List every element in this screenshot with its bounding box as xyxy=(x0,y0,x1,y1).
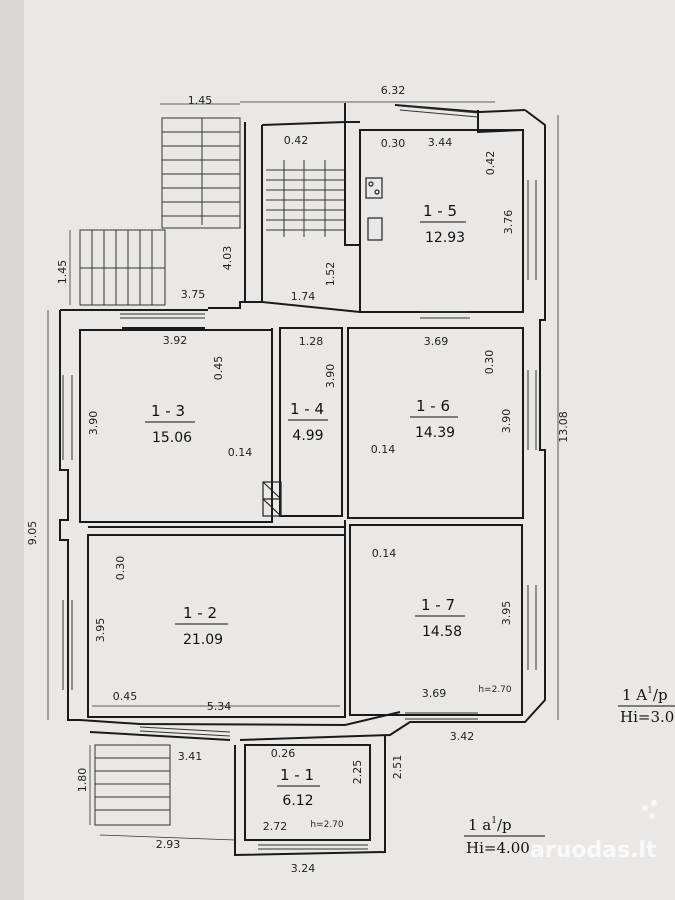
basement-height-label: Hi=4.00 xyxy=(466,839,530,857)
basement-floor-sup: 1 xyxy=(491,816,497,826)
room-1-5-id: 1 - 5 xyxy=(423,202,457,220)
dim-1-45-top: 1.45 xyxy=(188,94,213,107)
dim-3-95-a: 3.95 xyxy=(94,618,107,643)
room-1-4-area: 4.99 xyxy=(292,428,323,444)
dim-0-14-a: 0.14 xyxy=(228,446,253,459)
page-binding-shadow xyxy=(0,0,24,900)
basement-floor-label: 1 a1/p xyxy=(468,816,512,834)
stairs xyxy=(79,117,345,826)
dim-5-34: 5.34 xyxy=(207,700,232,713)
dim-1-45-left: 1.45 xyxy=(56,260,69,285)
attic-floor-letter: 1 A xyxy=(622,686,647,704)
dim-0-42-v: 0.42 xyxy=(484,151,497,176)
dim-0-30-a: 0.30 xyxy=(381,137,406,150)
dim-3-92: 3.92 xyxy=(163,334,188,347)
dim-0-42-h: 0.42 xyxy=(284,134,309,147)
dim-ceiling-height-main: h=2.70 xyxy=(478,685,512,695)
watermark-dots-icon xyxy=(642,800,657,819)
chimney-vents xyxy=(262,481,282,517)
basement-floor-letter: 1 a xyxy=(468,816,491,834)
room-1-5-area: 12.93 xyxy=(425,230,465,246)
room-1-3-id: 1 - 3 xyxy=(151,402,185,420)
floor-notes: 1 A1/p Hi=3.0 1 a1/p Hi=4.00 xyxy=(464,686,675,857)
room-1-1-area: 6.12 xyxy=(282,793,313,809)
dim-2-25: 2.25 xyxy=(351,760,364,785)
walls xyxy=(59,103,546,857)
basement-floor-suffix: /p xyxy=(497,816,512,834)
dim-3-90-c: 3.90 xyxy=(500,409,513,434)
attic-floor-label: 1 A1/p xyxy=(622,686,668,704)
dim-3-44: 3.44 xyxy=(428,136,453,149)
dim-13-08: 13.08 xyxy=(557,411,570,443)
dim-3-95-b: 3.95 xyxy=(500,601,513,626)
windows xyxy=(62,105,537,850)
room-1-7-id: 1 - 7 xyxy=(421,596,455,614)
attic-floor-suffix: /p xyxy=(653,686,668,704)
dim-0-14-c: 0.14 xyxy=(372,547,397,560)
dim-3-69-a: 3.69 xyxy=(424,335,449,348)
dim-0-14-b: 0.14 xyxy=(371,443,396,456)
dim-3-90-b: 3.90 xyxy=(87,411,100,436)
dim-3-69-b: 3.69 xyxy=(422,687,447,700)
dim-1-28: 1.28 xyxy=(299,335,324,348)
dimension-lines xyxy=(47,101,559,841)
dim-3-90-a: 3.90 xyxy=(324,364,337,389)
dim-4-03: 4.03 xyxy=(221,246,234,271)
attic-floor-sup: 1 xyxy=(647,686,653,696)
dim-2-93: 2.93 xyxy=(156,838,181,851)
dim-0-30-c: 0.30 xyxy=(114,556,127,581)
kitchen-fixtures xyxy=(365,177,383,241)
dim-1-74: 1.74 xyxy=(291,290,316,303)
dim-0-30-b: 0.30 xyxy=(483,350,496,375)
dim-9-05: 9.05 xyxy=(26,521,39,546)
dimension-labels: 1.45 6.32 0.42 0.30 3.44 0.42 3.76 4.03 … xyxy=(26,84,570,875)
dim-0-26: 0.26 xyxy=(271,747,296,760)
dim-1-52: 1.52 xyxy=(324,262,337,287)
dim-3-24: 3.24 xyxy=(291,862,316,875)
room-1-3-area: 15.06 xyxy=(152,430,192,446)
dim-0-45-a: 0.45 xyxy=(212,356,225,381)
room-1-4-id: 1 - 4 xyxy=(290,400,324,418)
attic-height-label: Hi=3.0 xyxy=(620,708,674,726)
dim-ceiling-height-vestibule: h=2.70 xyxy=(310,820,344,830)
dim-6-32: 6.32 xyxy=(381,84,406,97)
dim-3-76: 3.76 xyxy=(502,210,515,235)
dim-3-42: 3.42 xyxy=(450,730,475,743)
dim-2-72: 2.72 xyxy=(263,820,288,833)
room-1-2-id: 1 - 2 xyxy=(183,604,217,622)
room-1-2-area: 21.09 xyxy=(183,632,223,648)
room-labels: 1 - 5 12.93 1 - 3 15.06 1 - 4 4.99 1 - 6… xyxy=(145,202,466,809)
dim-1-80: 1.80 xyxy=(76,768,89,793)
dim-3-41: 3.41 xyxy=(178,750,203,763)
room-1-7-area: 14.58 xyxy=(422,624,462,640)
dim-2-51: 2.51 xyxy=(391,755,404,780)
watermark: aruodas.lt xyxy=(530,800,657,863)
room-1-1-id: 1 - 1 xyxy=(280,766,314,784)
room-1-6-area: 14.39 xyxy=(415,425,455,441)
dim-3-75: 3.75 xyxy=(181,288,206,301)
watermark-text: aruodas.lt xyxy=(530,838,657,863)
dim-0-45-b: 0.45 xyxy=(113,690,138,703)
room-1-6-id: 1 - 6 xyxy=(416,397,450,415)
